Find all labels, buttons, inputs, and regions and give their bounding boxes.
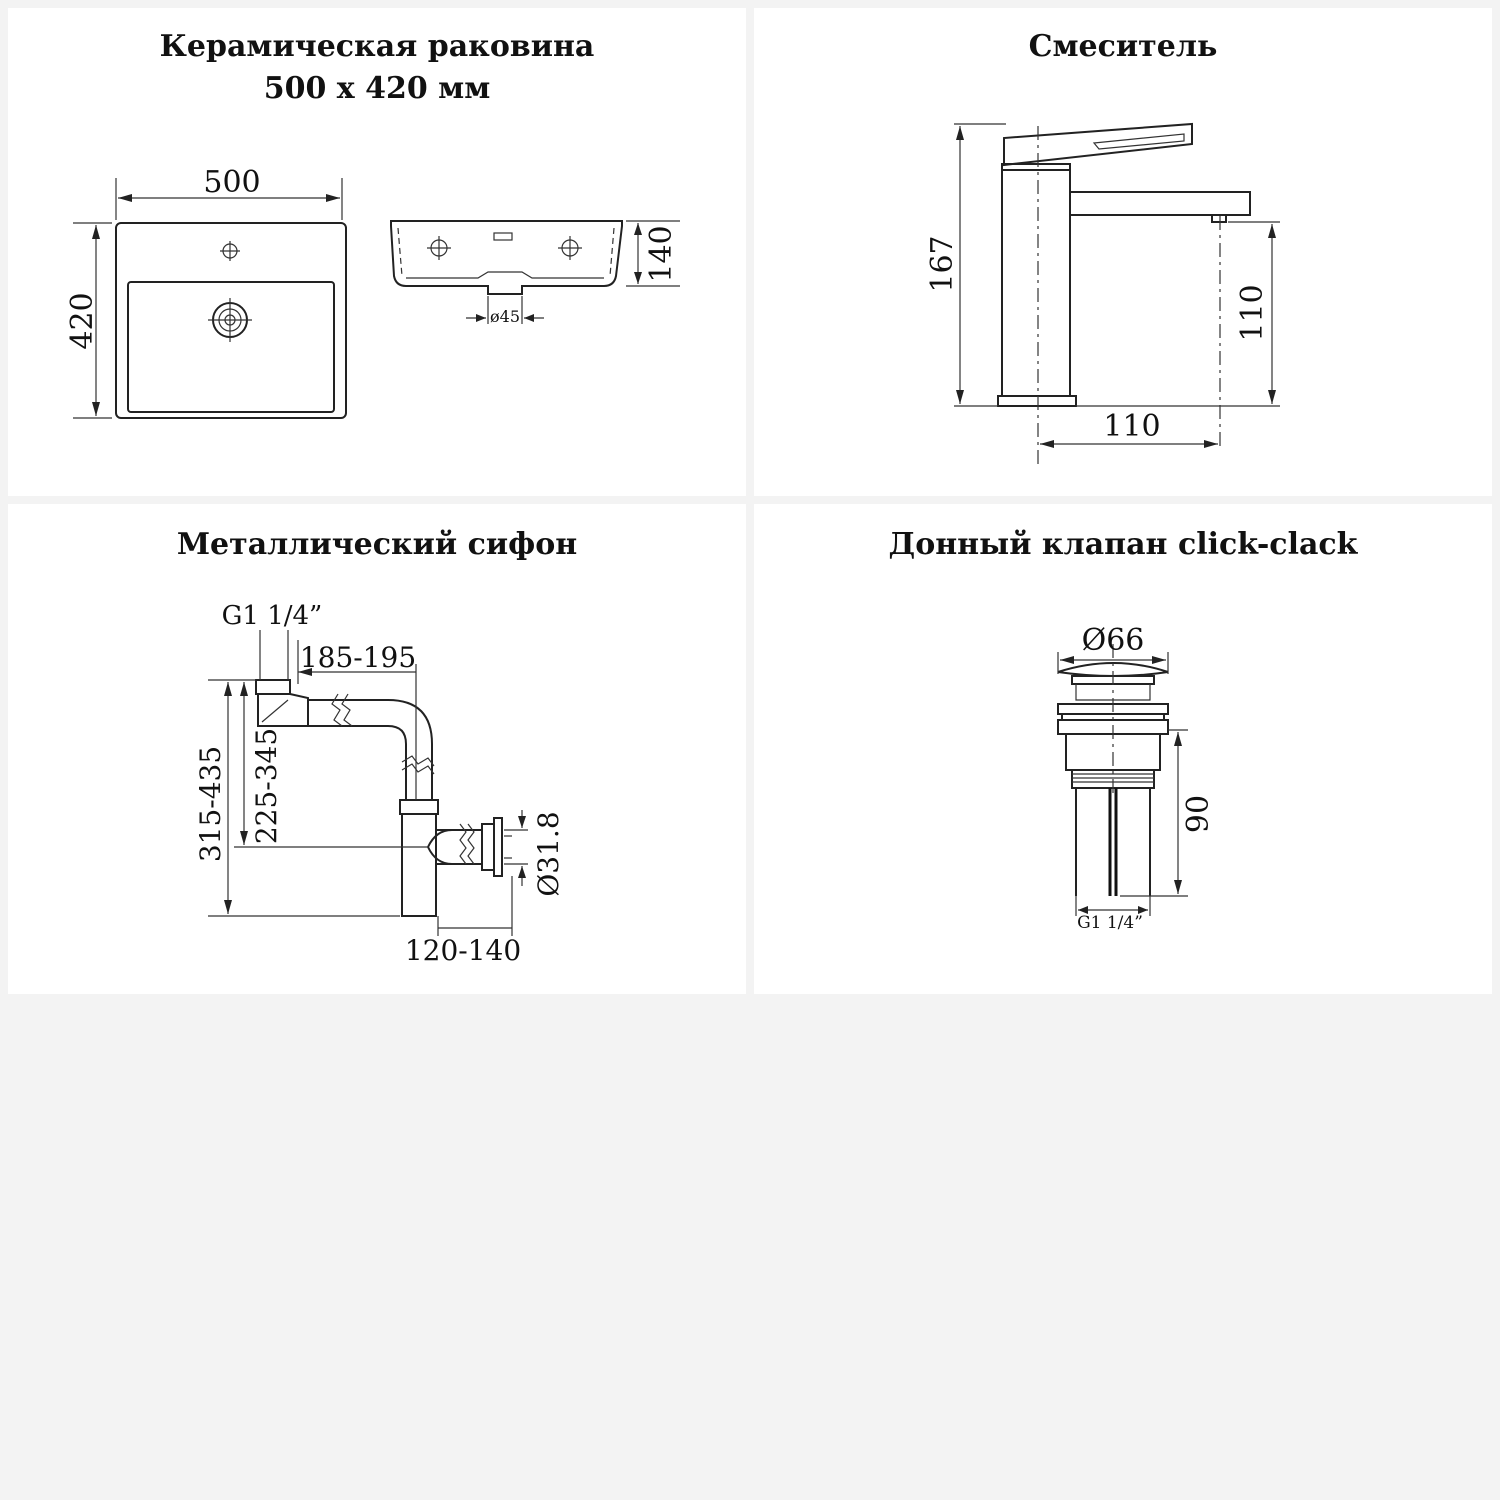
faucet-title: Смеситель	[1028, 29, 1218, 64]
valve-length-label: 90	[1181, 795, 1216, 833]
faucet-drawing: 167 110 110	[925, 122, 1280, 468]
siphon-reach-label: 185-195	[300, 641, 416, 674]
faucet-reach-label: 110	[1103, 409, 1160, 444]
siphon-total-height-label: 315-435	[194, 746, 227, 862]
valve-diameter-label: Ø66	[1082, 623, 1145, 658]
faucet-height-label: 167	[925, 235, 960, 292]
sink-title: Керамическая раковина 500 х 420 мм	[8, 26, 746, 110]
sink-side-view: 140 ø45	[390, 220, 680, 326]
sink-title-line1: Керамическая раковина	[159, 29, 595, 64]
siphon-title: Металлический сифон	[176, 527, 578, 562]
panel-siphon: Металлический сифон G1 1/4”	[8, 504, 746, 994]
valve-title: Донный клапан click-clack	[888, 527, 1358, 562]
panel-valve: Донный клапан click-clack	[754, 504, 1492, 994]
sink-depth-label: 420	[65, 292, 100, 349]
siphon-thread-label: G1 1/4”	[222, 601, 323, 631]
panel-sink: Керамическая раковина 500 х 420 мм 500	[8, 8, 746, 496]
sink-title-line2: 500 х 420 мм	[263, 71, 491, 106]
panel-faucet: Смеситель 167 110	[754, 8, 1492, 496]
valve-body	[1057, 644, 1169, 896]
faucet-body	[997, 122, 1251, 468]
siphon-outlet-diameter-label: Ø31.8	[532, 811, 565, 896]
sink-width-label: 500	[203, 165, 260, 200]
sink-top-view: 500 420	[65, 165, 347, 419]
siphon-outlet-height-label: 225-345	[250, 728, 283, 844]
siphon-drawing: G1 1/4” 185-195 315-435 225-345 Ø31.8	[194, 601, 565, 967]
siphon-depth-label: 120-140	[405, 934, 521, 967]
sink-drain-label: ø45	[490, 307, 520, 326]
sink-height-label: 140	[644, 225, 679, 282]
valve-drawing: Ø66 90 G1 1/4”	[1057, 623, 1216, 933]
siphon-body	[255, 679, 512, 917]
sink-drawing: 500 420 140	[65, 165, 680, 419]
faucet-spout-height-label: 110	[1235, 284, 1270, 341]
valve-thread-label: G1 1/4”	[1077, 913, 1143, 933]
